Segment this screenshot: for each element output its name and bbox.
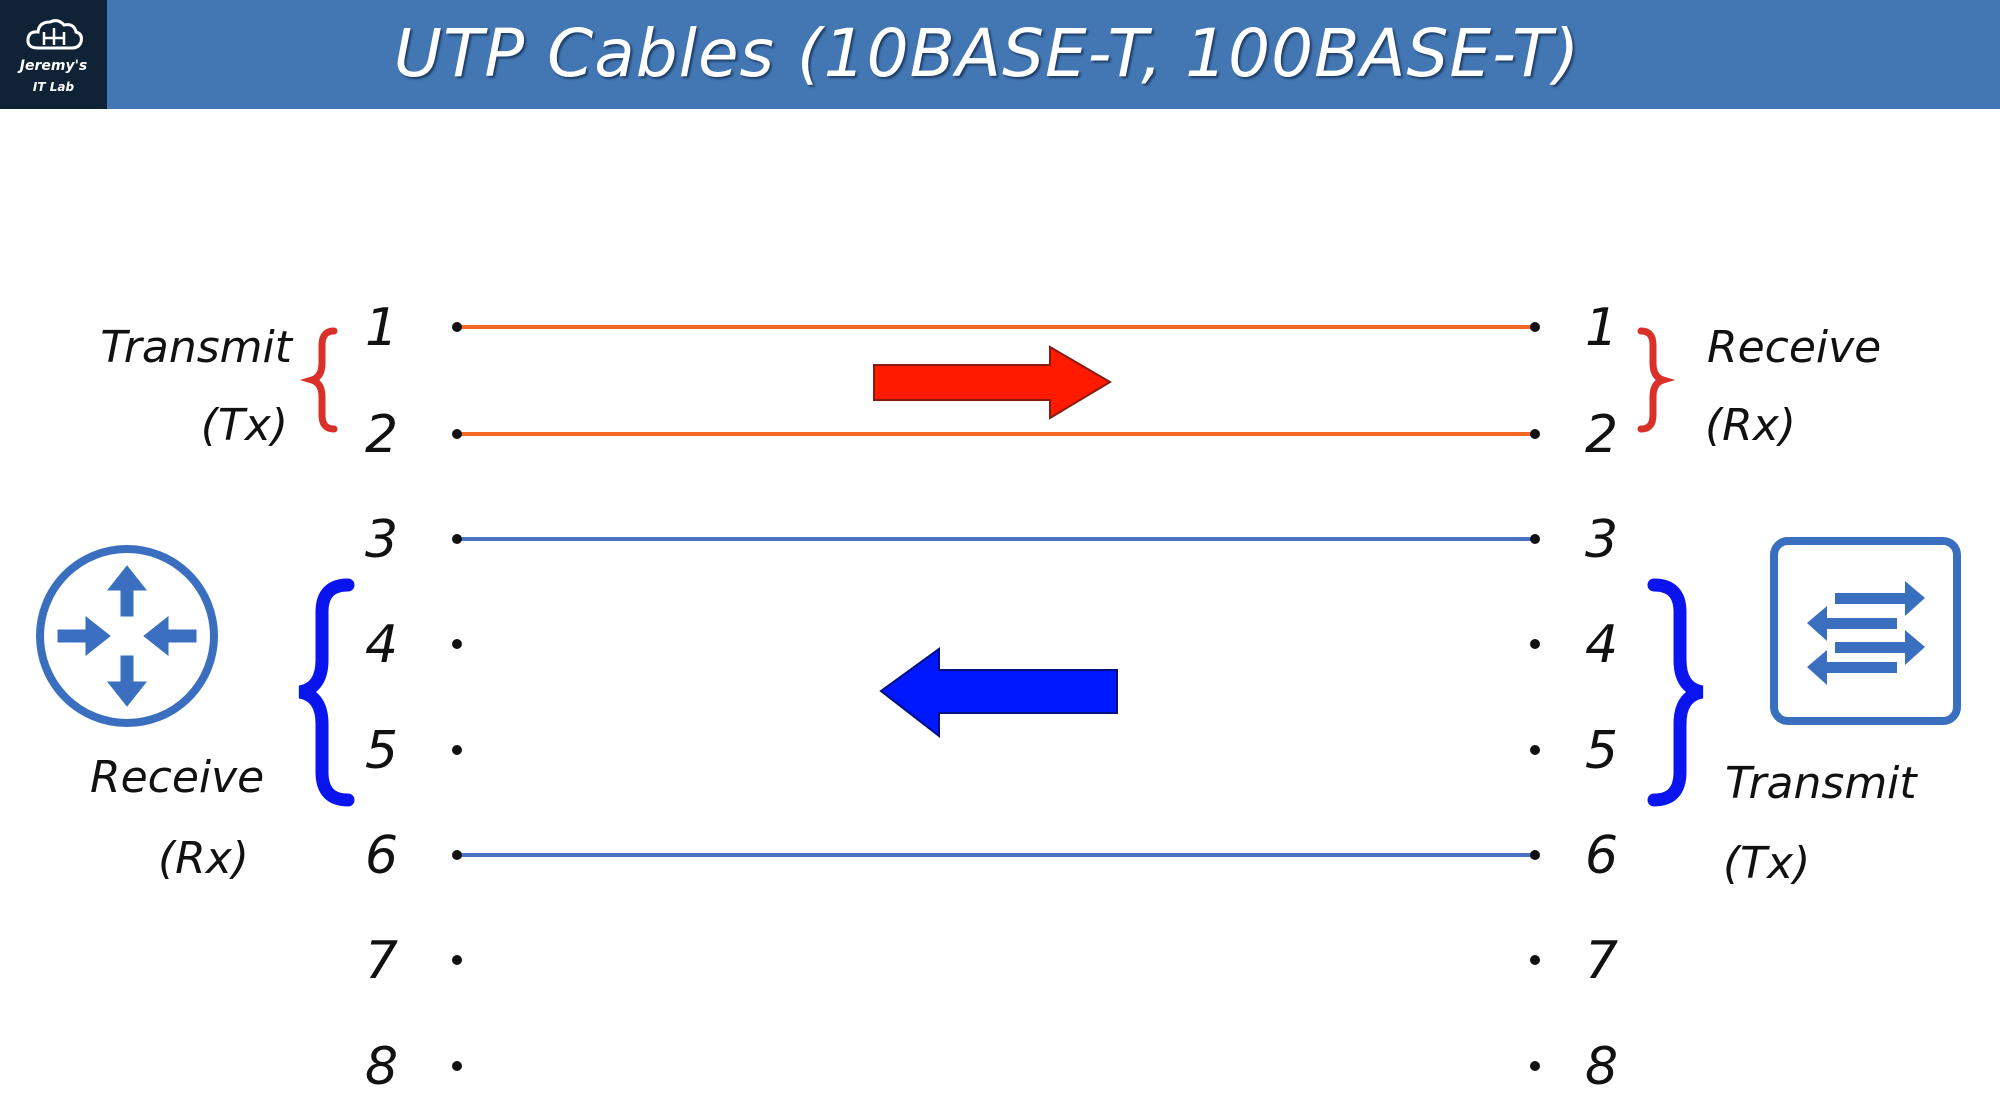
left-receive-abbr: (Rx) — [158, 833, 249, 884]
left-pin-numbers: 1 2 3 4 5 6 7 8 — [365, 298, 398, 1097]
left-pin-8: 8 — [365, 1037, 398, 1097]
left-transmit-brace — [299, 327, 338, 433]
left-pin-4: 4 — [365, 615, 398, 675]
pin-dot — [452, 745, 462, 755]
right-receive-abbr: (Rx) — [1705, 400, 1796, 451]
pin-dot — [452, 850, 462, 860]
router-icon — [36, 545, 218, 727]
right-pin-1: 1 — [1585, 298, 1618, 358]
pin-dot — [452, 534, 462, 544]
pin-dot — [1530, 955, 1540, 965]
wires — [457, 325, 1535, 857]
right-pin-8: 8 — [1585, 1037, 1618, 1097]
right-receive-brace — [1637, 327, 1676, 433]
left-pin-3: 3 — [365, 510, 398, 570]
left-receive-label: Receive — [90, 752, 264, 803]
right-transmit-brace — [1647, 578, 1704, 807]
right-pin-7: 7 — [1585, 931, 1618, 991]
pin-dot — [452, 429, 462, 439]
pin-dot — [1530, 850, 1540, 860]
pin-dot — [1530, 1061, 1540, 1071]
pin-dot — [1530, 639, 1540, 649]
pin-dot — [452, 639, 462, 649]
left-transmit-abbr: (Tx) — [201, 400, 288, 451]
left-pin-dots — [452, 322, 462, 1071]
receive-direction-arrow-left — [879, 647, 1118, 739]
right-pin-6: 6 — [1585, 826, 1618, 886]
right-pin-2: 2 — [1585, 405, 1618, 465]
left-receive-brace — [298, 578, 355, 807]
transmit-direction-arrow-right — [873, 345, 1112, 420]
logo-subtext: IT Lab — [32, 80, 75, 94]
pin-dot — [452, 322, 462, 332]
left-pin-6: 6 — [365, 826, 398, 886]
right-pin-3: 3 — [1585, 510, 1618, 570]
header-bar: Jeremy's IT Lab UTP Cables (10BASE-T, 10… — [0, 0, 2000, 109]
right-receive-label: Receive — [1707, 322, 1881, 373]
right-pin-5: 5 — [1585, 721, 1618, 781]
right-pin-4: 4 — [1585, 615, 1618, 675]
pin-dot — [452, 955, 462, 965]
left-pin-1: 1 — [365, 298, 398, 358]
page-title: UTP Cables (10BASE-T, 100BASE-T) — [393, 15, 1581, 92]
right-pin-numbers: 1 2 3 4 5 6 7 8 — [1585, 298, 1618, 1097]
right-pin-dots — [1530, 322, 1540, 1071]
right-transmit-label: Transmit — [1725, 758, 1918, 809]
pin-dot — [1530, 534, 1540, 544]
left-pin-2: 2 — [365, 405, 398, 465]
left-pin-7: 7 — [365, 931, 398, 991]
pin-dot — [1530, 745, 1540, 755]
switch-icon — [1770, 537, 1961, 725]
logo: Jeremy's IT Lab — [0, 0, 107, 109]
left-pin-5: 5 — [365, 721, 398, 781]
right-transmit-abbr: (Tx) — [1723, 838, 1810, 889]
left-transmit-label: Transmit — [100, 322, 293, 373]
pin-dot — [1530, 429, 1540, 439]
cloud-network-icon — [26, 19, 83, 50]
pin-dot — [452, 1061, 462, 1071]
logo-text: Jeremy's — [19, 58, 88, 74]
pin-dot — [1530, 322, 1540, 332]
